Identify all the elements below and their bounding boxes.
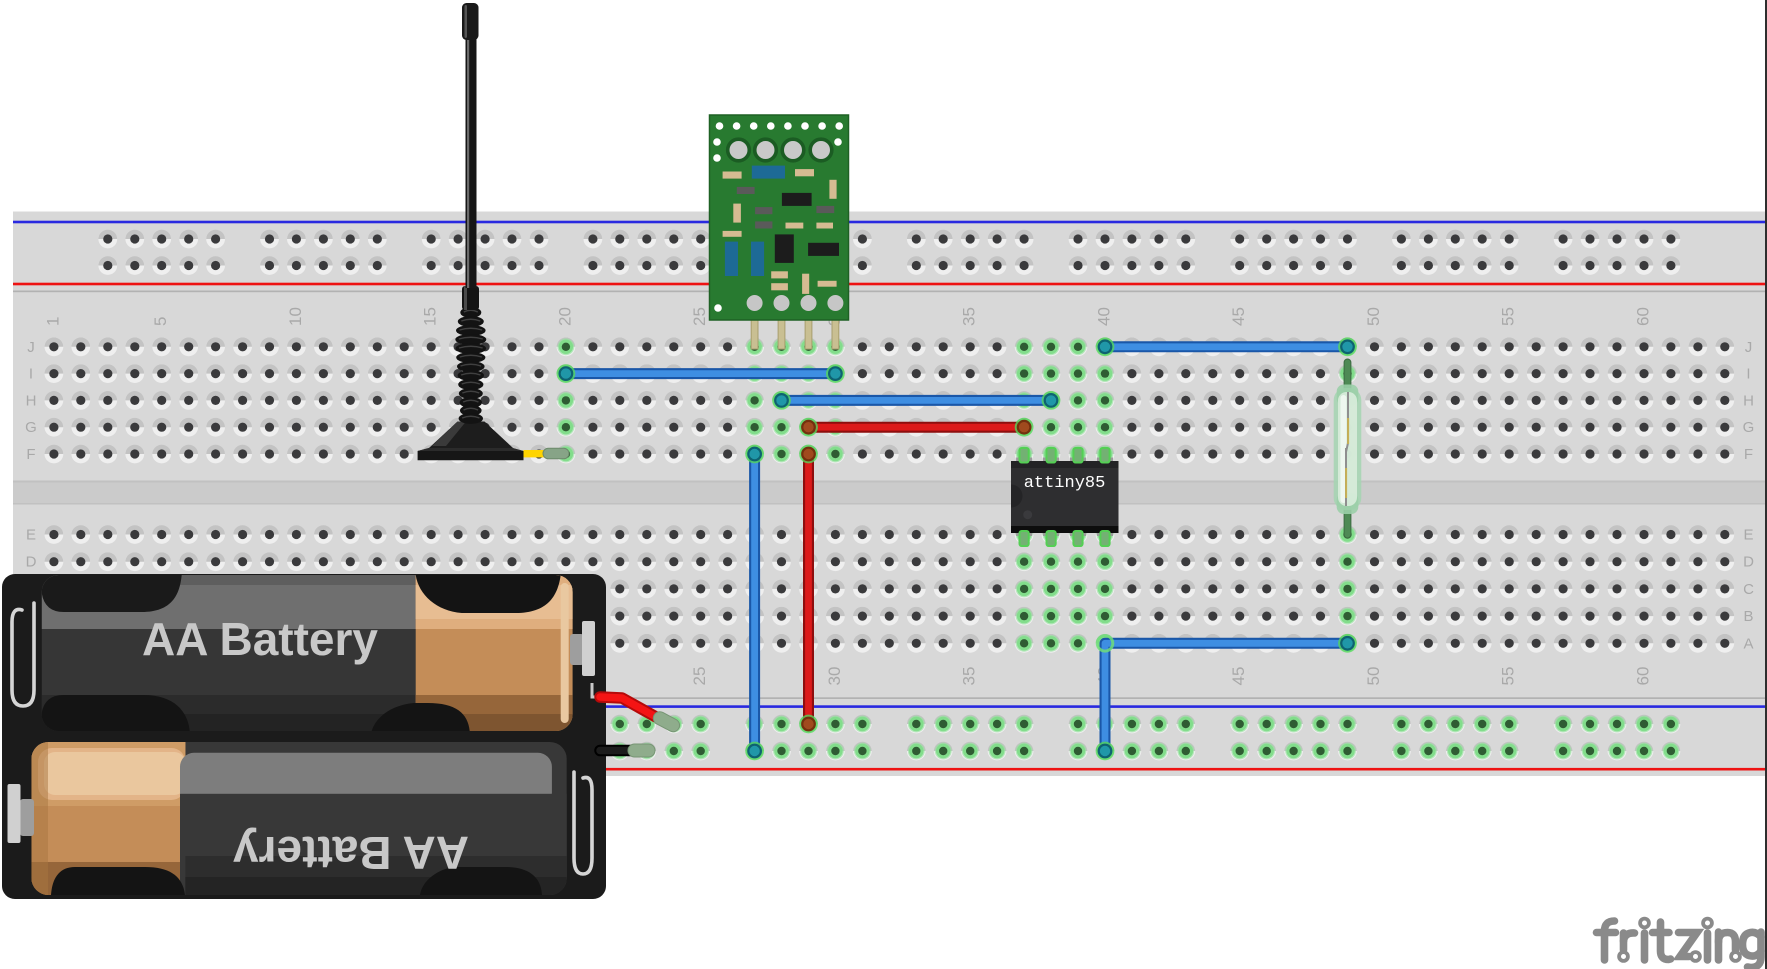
- svg-text:D: D: [1743, 554, 1754, 571]
- svg-text:20: 20: [555, 307, 574, 326]
- svg-text:B: B: [1743, 608, 1753, 625]
- svg-text:40: 40: [1094, 307, 1113, 326]
- svg-text:55: 55: [1499, 667, 1518, 686]
- svg-text:D: D: [26, 554, 37, 571]
- svg-text:5: 5: [151, 317, 170, 326]
- svg-text:35: 35: [960, 307, 979, 326]
- svg-text:25: 25: [690, 307, 709, 326]
- svg-text:H: H: [1743, 392, 1754, 409]
- svg-text:H: H: [26, 392, 37, 409]
- svg-text:1: 1: [43, 317, 62, 326]
- svg-text:G: G: [25, 419, 37, 436]
- svg-text:F: F: [26, 446, 35, 463]
- svg-text:30: 30: [825, 667, 844, 686]
- svg-text:45: 45: [1229, 667, 1248, 686]
- svg-text:AA Battery: AA Battery: [233, 827, 469, 879]
- svg-text:10: 10: [286, 307, 305, 326]
- svg-text:55: 55: [1499, 307, 1518, 326]
- svg-text:60: 60: [1633, 667, 1652, 686]
- svg-text:45: 45: [1229, 307, 1248, 326]
- svg-text:I: I: [29, 366, 33, 383]
- svg-text:J: J: [27, 339, 35, 356]
- svg-text:50: 50: [1364, 667, 1383, 686]
- svg-text:A: A: [1743, 635, 1753, 652]
- svg-text:E: E: [1743, 527, 1753, 544]
- svg-text:25: 25: [690, 667, 709, 686]
- svg-text:C: C: [1743, 581, 1754, 598]
- svg-text:AA Battery: AA Battery: [142, 613, 378, 665]
- svg-text:E: E: [26, 527, 36, 544]
- svg-text:J: J: [1745, 339, 1753, 356]
- svg-text:F: F: [1744, 446, 1753, 463]
- svg-text:G: G: [1743, 419, 1755, 436]
- svg-text:60: 60: [1633, 307, 1652, 326]
- svg-text:35: 35: [960, 667, 979, 686]
- svg-text:15: 15: [421, 307, 440, 326]
- svg-text:50: 50: [1364, 307, 1383, 326]
- svg-text:attiny85: attiny85: [1024, 474, 1106, 493]
- svg-text:I: I: [1746, 366, 1750, 383]
